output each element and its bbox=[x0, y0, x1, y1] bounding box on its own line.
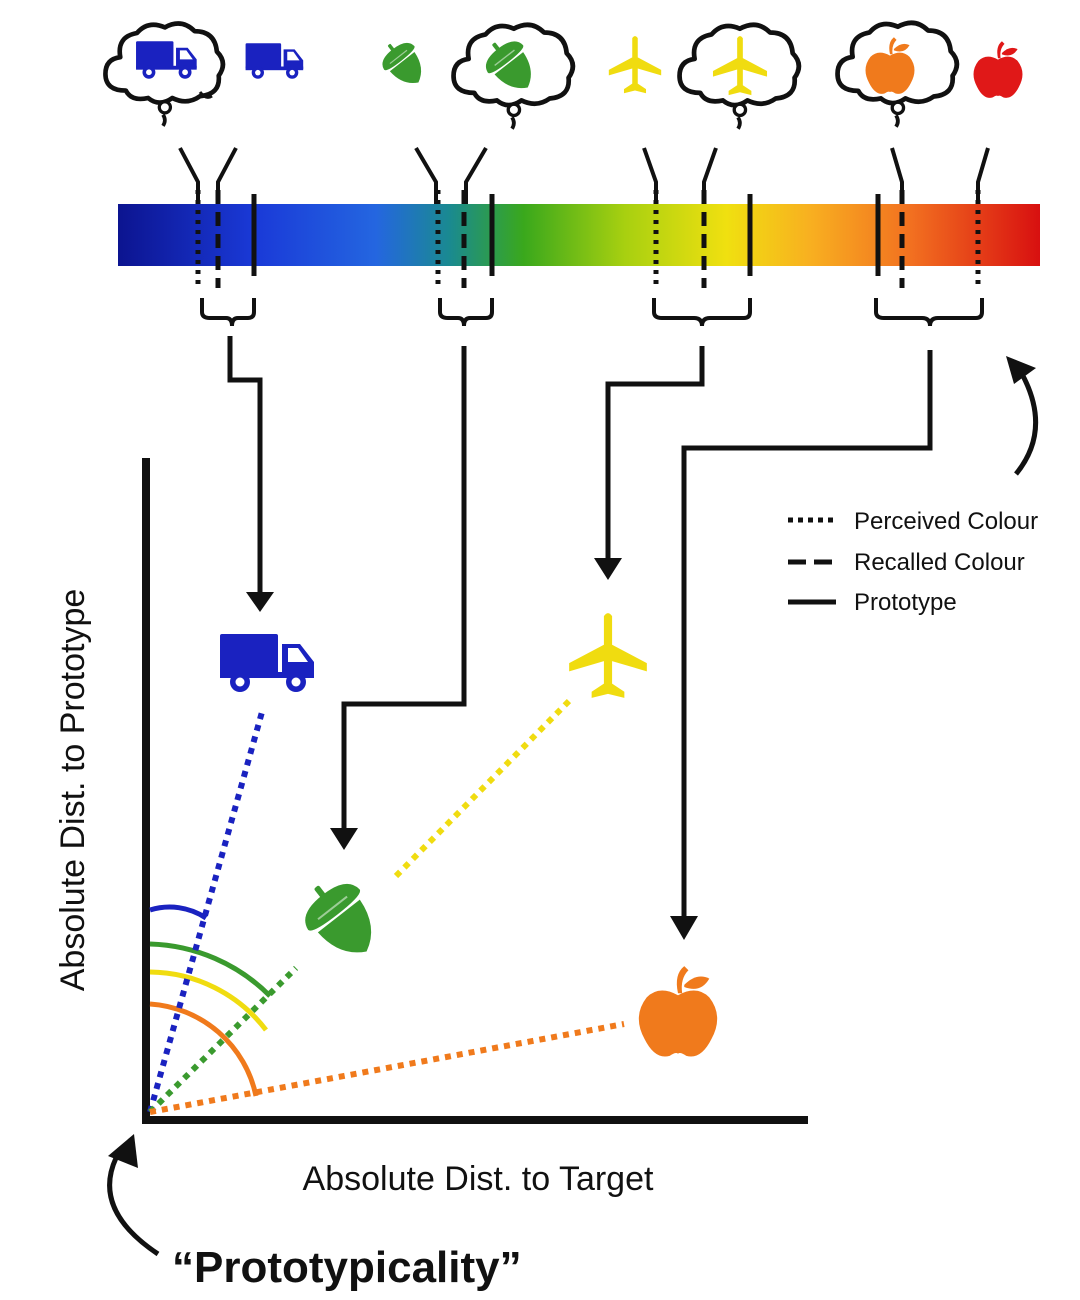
arrow-head-plane bbox=[594, 558, 622, 580]
thought-cloud-apple bbox=[838, 23, 957, 127]
apple-icon bbox=[638, 966, 718, 1057]
curved-arrow-right bbox=[1006, 356, 1039, 476]
arrow-acorn bbox=[341, 346, 467, 832]
acorn-icon bbox=[300, 876, 384, 964]
spectrum-markers bbox=[178, 146, 990, 327]
x-axis-label: Absolute Dist. to Target bbox=[303, 1160, 654, 1198]
colour-spectrum-bar bbox=[118, 204, 1040, 266]
thought-cloud-acorn bbox=[454, 25, 573, 129]
thought-cloud-truck bbox=[105, 24, 223, 126]
truck-icon bbox=[245, 43, 304, 79]
thought-cloud-plane bbox=[680, 25, 799, 129]
arrow-head-apple bbox=[670, 916, 698, 940]
arc-apple bbox=[149, 1001, 259, 1097]
legend-label-recalled: Recalled Colour bbox=[854, 549, 1025, 576]
legend: Perceived Colour Recalled Colour Prototy… bbox=[788, 508, 1038, 616]
legend-label-prototype: Prototype bbox=[854, 589, 957, 616]
acorn-icon bbox=[380, 38, 428, 90]
legend-item-prototype: Prototype bbox=[788, 589, 957, 616]
distance-rays bbox=[147, 697, 625, 1115]
truck-icon bbox=[220, 634, 314, 692]
arrow-truck bbox=[227, 336, 263, 596]
ray-plane bbox=[393, 697, 573, 879]
plane-marker-group bbox=[642, 147, 753, 327]
connector-arrows bbox=[227, 336, 933, 940]
ray-truck bbox=[147, 711, 265, 1113]
arrow-head-truck bbox=[246, 592, 274, 612]
arc-acorn bbox=[149, 941, 272, 998]
arrow-apple bbox=[681, 350, 933, 920]
plane-icon bbox=[608, 36, 662, 94]
ray-acorn bbox=[147, 965, 299, 1115]
acorn-marker-group bbox=[414, 146, 495, 327]
concept-label: “Prototypicality” bbox=[172, 1243, 522, 1292]
ray-apple bbox=[149, 1021, 625, 1115]
top-icon-row bbox=[105, 23, 1023, 129]
legend-label-perceived: Perceived Colour bbox=[854, 508, 1038, 535]
legend-item-recalled: Recalled Colour bbox=[788, 549, 1025, 576]
legend-item-perceived: Perceived Colour bbox=[788, 508, 1038, 535]
apple-icon bbox=[973, 41, 1023, 98]
plot-axes: Absolute Dist. to Prototype Absolute Dis… bbox=[54, 458, 808, 1198]
curved-arrow-left bbox=[107, 1134, 160, 1257]
arc-plane bbox=[149, 969, 268, 1032]
apple-marker-group bbox=[874, 147, 990, 327]
plane-icon bbox=[569, 613, 647, 698]
arrow-plane bbox=[605, 346, 705, 562]
arc-truck bbox=[149, 904, 208, 921]
angle-arcs bbox=[149, 904, 272, 1097]
arrow-head-acorn bbox=[330, 828, 358, 850]
truck-marker-group bbox=[178, 147, 257, 327]
y-axis-label: Absolute Dist. to Prototype bbox=[54, 589, 92, 992]
